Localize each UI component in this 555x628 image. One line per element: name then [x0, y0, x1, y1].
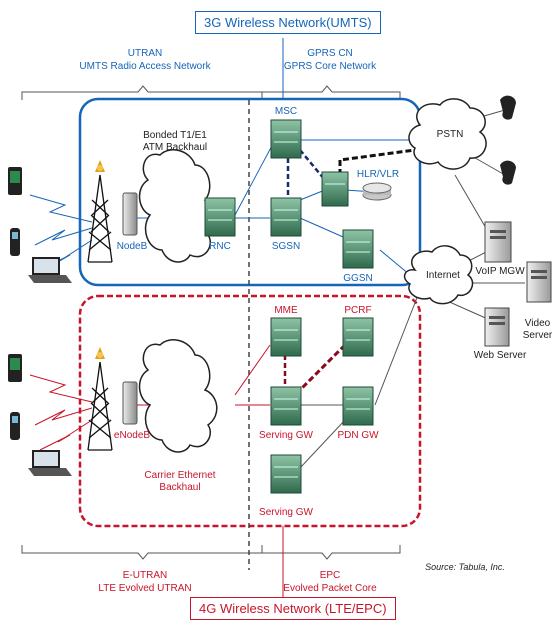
- pstn-cloud: [408, 98, 487, 170]
- hlr-label: HLR/VLR: [356, 169, 400, 180]
- laptop-4g-icon: [28, 450, 72, 476]
- utran-label: UTRAN: [127, 48, 163, 59]
- utran-sublabel: UMTS Radio Access Network: [79, 61, 211, 72]
- epc-label: EPC: [319, 570, 341, 581]
- eutran-bracket: [21, 545, 263, 560]
- ggsn-icon: [342, 229, 374, 269]
- wireless-link-4g-bot: [39, 419, 93, 451]
- serving-gw-icon: [270, 386, 302, 426]
- mme-label: MME: [274, 305, 298, 316]
- backhaul-3g-line1: Bonded T1/E1: [143, 130, 207, 141]
- laptop-3g-icon: [28, 257, 72, 283]
- lte-region: [78, 294, 422, 528]
- wireless-link-3g-mid: [34, 227, 93, 246]
- serving-gw-2-icon: [270, 454, 302, 494]
- web-server-label: Web Server: [473, 350, 527, 361]
- pcrf-label: PCRF: [344, 305, 372, 316]
- msc-hlr-dashed: [299, 149, 326, 181]
- gprs-sublabel: GPRS Core Network: [283, 61, 377, 72]
- source-note: Source: Tabula, Inc.: [425, 562, 505, 572]
- internet-label: Internet: [426, 270, 460, 281]
- sgsn-label: SGSN: [271, 241, 301, 252]
- carrier-ethernet-cloud: [138, 339, 218, 453]
- serving-gw-label: Serving GW: [259, 430, 313, 441]
- rnc-label: RNC: [209, 241, 231, 252]
- epc-sublabel: Evolved Packet Core: [283, 583, 377, 594]
- nodeb-icon: [122, 192, 138, 236]
- internet-cloud: [403, 245, 474, 305]
- smartphone-3g-icon: [8, 167, 22, 195]
- cellphone-4g-icon: [10, 412, 20, 440]
- video-label-1: Video: [524, 318, 551, 329]
- backhaul-4g-line1: Carrier Ethernet: [144, 470, 216, 481]
- video-label-2: Server: [522, 330, 553, 341]
- hlr-database-icon: [362, 182, 392, 201]
- mme-icon: [270, 317, 302, 357]
- rnc-icon: [204, 197, 236, 237]
- backhaul-3g-line2: ATM Backhaul: [142, 142, 208, 153]
- pcrf-sgw-dashed: [293, 343, 347, 397]
- gprs-label: GPRS CN: [307, 48, 353, 59]
- umts-region: [78, 97, 422, 287]
- cellphone-3g-icon: [10, 228, 20, 256]
- atm-backhaul-cloud: [138, 149, 218, 263]
- pstn-label: PSTN: [436, 129, 464, 140]
- hlr-pstn-dashed: [338, 148, 416, 175]
- nodeb-label: NodeB: [116, 241, 148, 252]
- antenna-signal-3g: [95, 160, 105, 172]
- enodeb-label: eNodeB: [113, 430, 151, 441]
- wireless-link-3g-top: [29, 194, 93, 223]
- msc-icon: [270, 119, 302, 159]
- phone-icon-1: [500, 95, 516, 120]
- wireless-link-4g-top: [29, 374, 93, 403]
- ggsn-label: GGSN: [343, 273, 373, 284]
- backhaul-4g-line2: Backhaul: [159, 482, 201, 493]
- voip-label: VoIP MGW: [475, 266, 525, 277]
- gprs-bracket: [261, 85, 401, 100]
- pcrf-icon: [342, 317, 374, 357]
- epc-bracket: [261, 545, 401, 560]
- antenna-signal-4g: [95, 347, 105, 359]
- sgsn-icon: [270, 197, 302, 237]
- video-server-icon: [526, 261, 552, 303]
- enodeb-icon: [122, 381, 138, 425]
- wireless-link-4g-mid: [34, 407, 93, 426]
- eutran-sublabel: LTE Evolved UTRAN: [98, 583, 192, 594]
- serving-gw-2-label: Serving GW: [259, 507, 313, 518]
- cell-tower-3g: [87, 174, 113, 263]
- umts-title: 3G Wireless Network(UMTS): [195, 11, 381, 34]
- pdn-gw-icon: [342, 386, 374, 426]
- lte-title: 4G Wireless Network (LTE/EPC): [190, 597, 396, 620]
- phone-icon-2: [500, 160, 516, 185]
- hlr-router-icon: [321, 171, 349, 207]
- eutran-label: E-UTRAN: [122, 570, 168, 581]
- voip-server-icon: [484, 221, 512, 263]
- msc-label: MSC: [274, 106, 298, 117]
- pdn-gw-label: PDN GW: [337, 430, 379, 441]
- smartphone-4g-icon: [8, 354, 22, 382]
- cell-tower-4g: [87, 361, 113, 451]
- web-server-icon: [484, 307, 510, 347]
